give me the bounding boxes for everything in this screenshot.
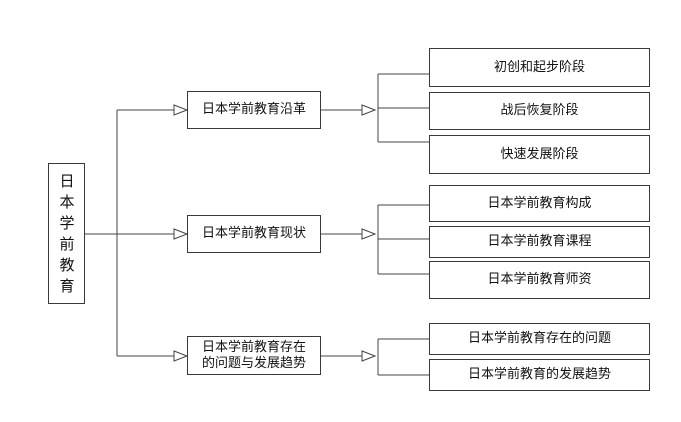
- leaf-node: 快速发展阶段: [429, 135, 650, 174]
- root-node: 日本学前教育: [48, 163, 85, 304]
- leaf-label: 日本学前教育存在的问题: [467, 331, 611, 346]
- leaf-node: 日本学前教育的发展趋势: [429, 359, 650, 391]
- leaf-label: 快速发展阶段: [500, 146, 579, 162]
- branch-node-history: 日本学前教育沿革: [187, 91, 321, 129]
- leaf-label: 初创和起步阶段: [493, 59, 585, 75]
- root-label: 日本学前教育: [59, 171, 75, 295]
- arrow-head-icon: [173, 228, 189, 240]
- leaf-node: 日本学前教育构成: [429, 185, 650, 222]
- leaf-label: 日本学前教育课程: [487, 234, 592, 249]
- leaf-node: 日本学前教育师资: [429, 261, 650, 299]
- leaf-label: 战后恢复阶段: [500, 103, 579, 118]
- leaf-node: 日本学前教育存在的问题: [429, 323, 650, 355]
- branch-node-status: 日本学前教育现状: [187, 215, 321, 253]
- leaf-label: 日本学前教育的发展趋势: [467, 367, 611, 382]
- leaf-label: 日本学前教育构成: [487, 195, 592, 211]
- leaf-node: 战后恢复阶段: [429, 92, 650, 130]
- branch-label-line2: 的问题与发展趋势: [201, 355, 306, 371]
- branch-node-issues-trends: 日本学前教育存在 的问题与发展趋势: [187, 336, 321, 375]
- arrow-head-icon: [173, 350, 189, 362]
- branch-label: 日本学前教育沿革: [201, 102, 306, 117]
- branch-label: 日本学前教育现状: [201, 226, 306, 241]
- arrow-head-icon: [361, 350, 377, 362]
- branch-label-line1: 日本学前教育存在: [201, 339, 306, 355]
- leaf-label: 日本学前教育师资: [487, 272, 592, 287]
- arrow-head-icon: [361, 228, 377, 240]
- leaf-node: 初创和起步阶段: [429, 48, 650, 87]
- arrow-head-icon: [361, 104, 377, 116]
- leaf-node: 日本学前教育课程: [429, 226, 650, 258]
- arrow-head-icon: [173, 104, 189, 116]
